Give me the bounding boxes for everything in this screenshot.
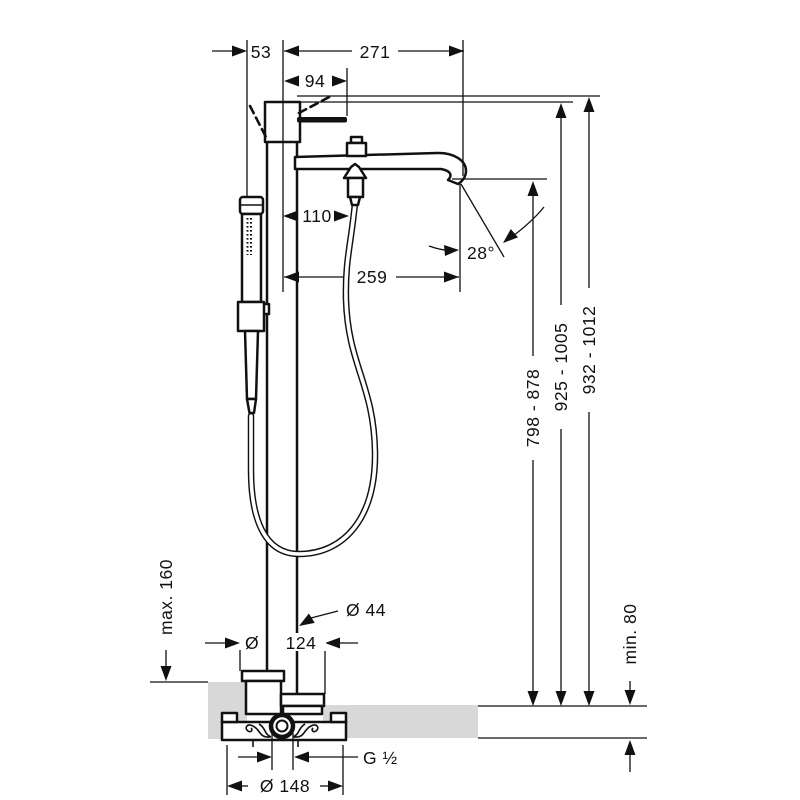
lever-range-dashed-left [248,104,269,141]
dimension-angle-28 [428,183,545,258]
dim-height1-label: 798 - 878 [523,369,543,447]
dimension-271 [284,45,464,57]
base-assembly [220,669,348,747]
leader-dia-44 [299,610,339,626]
floor-section [208,682,478,739]
dimension-labels: 53 271 94 110 259 28° Ø 44 Ø 124 G ½ Ø 1… [156,42,640,796]
diverter-knob [345,141,368,158]
shower-holder [236,300,266,333]
dimension-94 [284,75,347,87]
inner-flange [279,692,326,708]
dim-max160-label: max. 160 [156,559,176,635]
riser-pipe [265,140,299,696]
dim-min80-label: min. 80 [620,604,640,665]
dimension-110 [283,210,349,222]
dimension-259 [284,271,459,283]
lever-range-dashed-up [297,93,335,115]
dim-height3-label: 932 - 1012 [579,306,599,395]
dim-dia148-label: Ø 148 [260,776,310,796]
dim-angle-label: 28° [467,243,495,263]
dim-dia44-label: Ø 44 [346,600,386,620]
dimension-thread [238,751,358,763]
dim-110-label: 110 [302,206,331,226]
hose-nut [245,397,258,415]
shower-hose-loop [247,199,379,558]
dim-thread-label: G ½ [363,748,398,768]
dimension-dia-148 [227,780,343,792]
base-plate [220,711,348,747]
sleeve-flange [240,669,286,683]
hand-shower [236,195,271,415]
dimension-lines [150,40,647,795]
dim-94-label: 94 [305,71,325,91]
dimension-53 [212,45,247,57]
dimension-height-798-878 [527,181,539,706]
diverter-hose-connector [342,162,368,207]
hand-shower-lower-grip [243,329,260,401]
dimension-height-932-1012 [583,97,595,706]
dim-53-label: 53 [251,42,271,62]
lever-handle [297,117,347,123]
inner-flange-base [281,704,324,716]
dim-271-label: 271 [360,42,391,62]
dimension-dia-124 [205,637,358,649]
left-volute-ornament [245,724,271,738]
dim-dia124-symbol: Ø [245,633,259,653]
dimension-min-80 [624,681,636,772]
dimension-max-160 [160,650,172,681]
spout [293,135,468,186]
right-volute-ornament [293,724,319,738]
sleeve-body [244,679,283,716]
dim-dia124-label: 124 [286,633,317,653]
dim-height2-label: 925 - 1005 [551,323,571,412]
dimension-height-925-1005 [555,103,567,706]
dim-259-label: 259 [357,267,388,287]
